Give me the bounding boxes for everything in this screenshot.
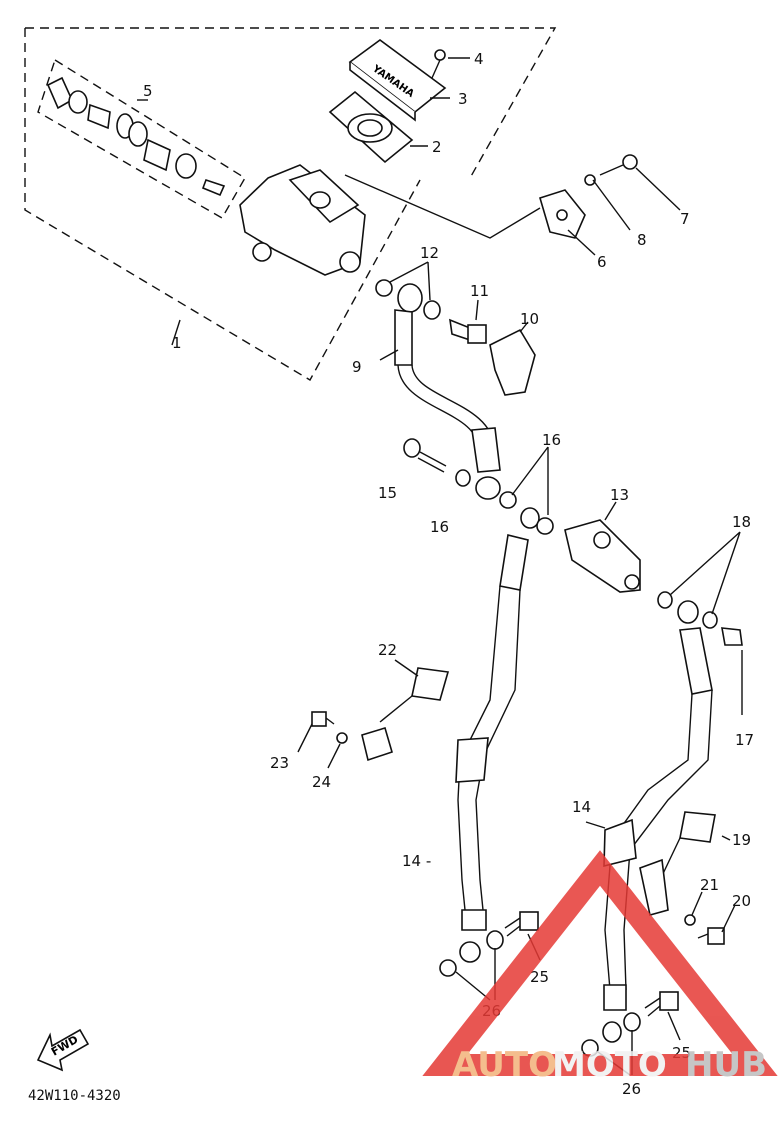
- callout-2: 2: [432, 138, 442, 156]
- brake-switch: [344, 174, 586, 239]
- callout-17: 17: [735, 731, 754, 749]
- union-bolt-25b: [644, 991, 679, 1017]
- union-bolt-15: [403, 438, 447, 473]
- callout-7: 7: [680, 210, 690, 228]
- callout-10: 10: [520, 310, 539, 328]
- callout-4: 4: [474, 50, 484, 68]
- callout-26b: 26: [622, 1080, 641, 1098]
- watermark-text-auto: AUTO: [452, 1045, 557, 1085]
- callout-22: 22: [378, 641, 397, 659]
- diagram-code: 42W110-4320: [28, 1088, 121, 1104]
- callout-24: 24: [312, 773, 331, 791]
- brake-hose-right: [602, 627, 713, 1043]
- callout-8: 8: [637, 231, 647, 249]
- assembly-outline: [24, 27, 557, 381]
- piston-kit: [46, 76, 226, 197]
- watermark-text-moto: MOTO: [552, 1045, 667, 1085]
- union-bolt-25a: [504, 911, 539, 937]
- callout-14a: 14 -: [402, 852, 431, 870]
- callout-12: 12: [420, 244, 439, 262]
- watermark-triangle-icon: [422, 850, 778, 1076]
- three-way-joint: [564, 519, 641, 593]
- bolt-23: [311, 711, 335, 727]
- washer-18a: [657, 591, 673, 609]
- washer-18b: [677, 600, 699, 624]
- washer-26b: [486, 930, 504, 950]
- callout-20: 20: [732, 892, 751, 910]
- bolt-20: [697, 927, 725, 945]
- watermark-logo: AUTO MOTO HUB: [422, 850, 778, 1085]
- callout-9: 9: [352, 358, 362, 376]
- callout-23: 23: [270, 754, 289, 772]
- callout-11: 11: [470, 282, 489, 300]
- washer-18c: [702, 611, 718, 629]
- washer-26d: [623, 1012, 641, 1032]
- callout-15: 15: [378, 484, 397, 502]
- washer-21: [684, 914, 696, 926]
- leader-lines: [137, 57, 743, 1076]
- callout-1: 1: [172, 334, 182, 352]
- washer-24: [336, 732, 348, 744]
- washer-12b: [423, 300, 441, 320]
- bolt-cap-10: [489, 328, 536, 396]
- watermark-text-hub: HUB: [685, 1045, 767, 1085]
- washer-16b: [499, 491, 517, 509]
- brake-hose-left: [455, 534, 529, 963]
- union-bolt-17: [721, 627, 743, 646]
- washer-16d: [536, 517, 554, 535]
- hose-guide-22: [361, 667, 450, 762]
- washer-16a: [455, 469, 471, 487]
- switch-screw: [584, 154, 638, 186]
- brake-hose-upper: [394, 283, 501, 500]
- callout-5: 5: [143, 82, 153, 100]
- callout-16b: 16: [542, 431, 561, 449]
- piston-kit-outline: [37, 58, 246, 219]
- washer-26a: [439, 959, 457, 977]
- fwd-arrow: FWD: [36, 1028, 90, 1072]
- callout-6: 6: [597, 253, 607, 271]
- screw-4: [431, 49, 446, 79]
- union-bolt-11: [449, 318, 487, 344]
- callout-19: 19: [732, 831, 751, 849]
- callout-13: 13: [610, 486, 629, 504]
- callout-14b: 14: [572, 798, 591, 816]
- master-cylinder-body: [239, 164, 366, 276]
- washer-12a: [375, 279, 393, 297]
- callout-18: 18: [732, 513, 751, 531]
- hose-guide-19: [639, 811, 716, 916]
- callout-25a: 25: [530, 968, 549, 986]
- diaphragm: [328, 90, 414, 164]
- callout-16a: 16: [430, 518, 449, 536]
- washer-16c: [520, 507, 540, 529]
- callout-21: 21: [700, 876, 719, 894]
- callout-3: 3: [458, 90, 468, 108]
